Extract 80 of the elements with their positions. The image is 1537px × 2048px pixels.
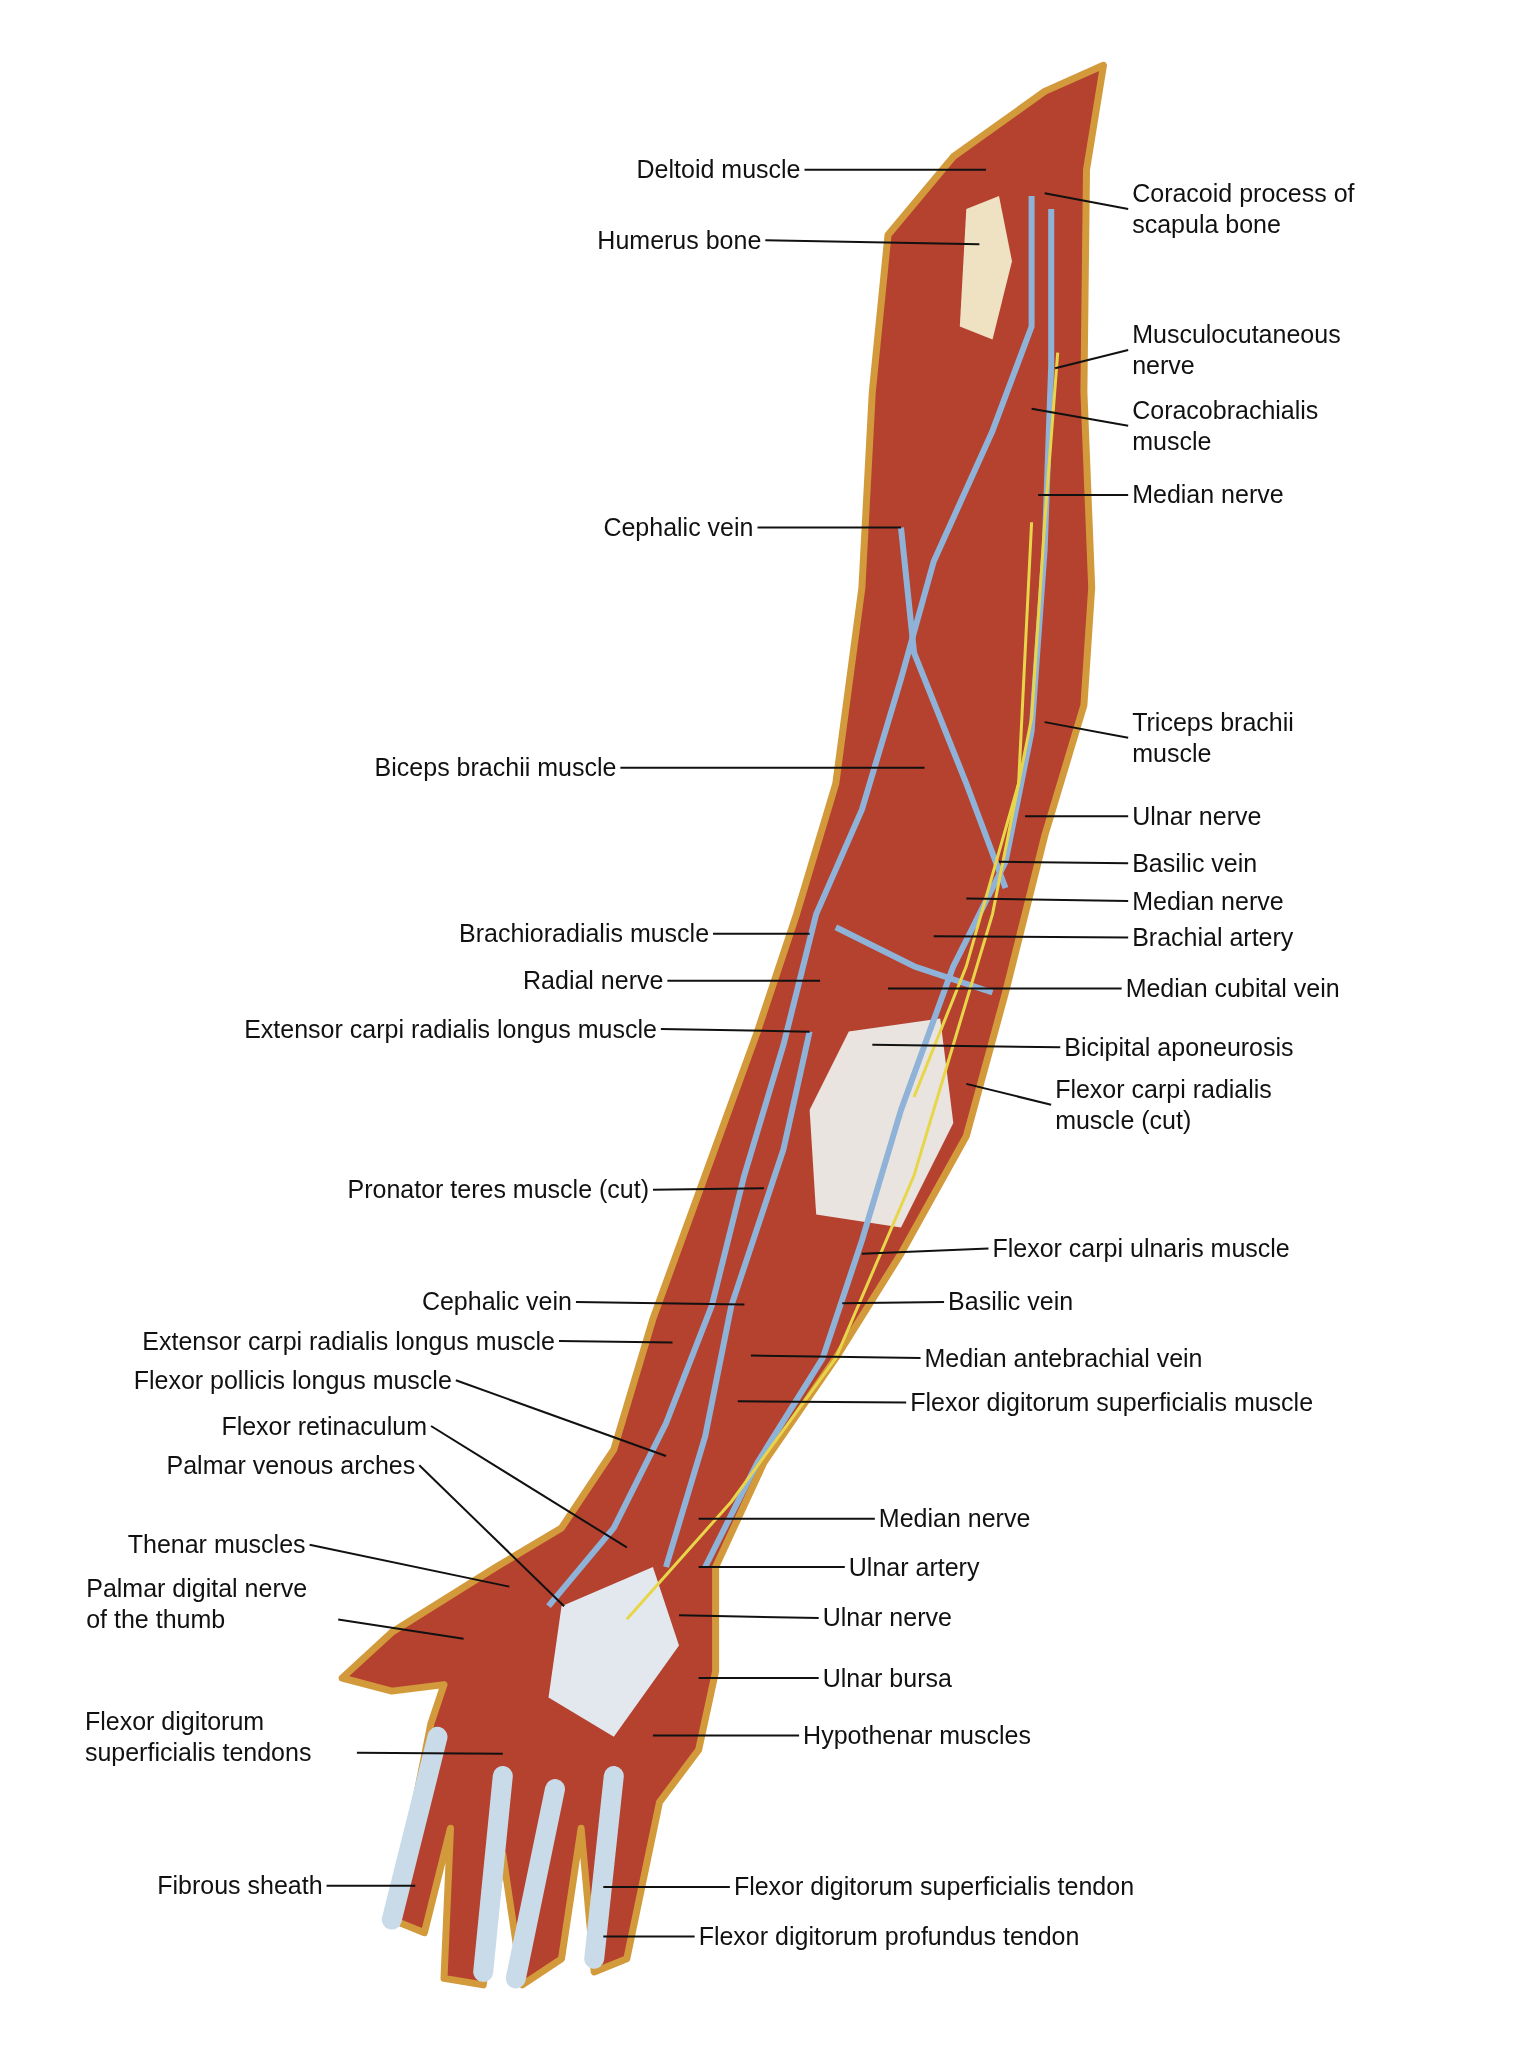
leader-line: [454, 1379, 667, 1458]
leader-line: [430, 1425, 628, 1549]
leader-line: [860, 1247, 990, 1255]
leader-line: [659, 1028, 811, 1033]
leader-line: [1054, 348, 1130, 370]
leader-line: [803, 168, 987, 171]
leader-line: [841, 1300, 946, 1305]
part-label: Ulnar bursa: [822, 1662, 952, 1694]
part-label: Median nerve: [1132, 479, 1284, 511]
leader-line: [651, 1734, 801, 1737]
part-label: Flexor carpi ulnaris muscle: [992, 1232, 1290, 1264]
part-label: Basilic vein: [1132, 847, 1258, 879]
leader-line: [749, 1354, 922, 1360]
part-label: Median nerve: [1132, 885, 1284, 917]
leader-line: [1030, 407, 1130, 427]
part-label: Flexor digitorum profundus tendon: [698, 1921, 1080, 1953]
part-label: Cephalic vein: [421, 1286, 572, 1318]
part-label: Basilic vein: [948, 1286, 1074, 1318]
leader-line: [355, 1751, 504, 1755]
part-label: Fibrous sheath: [157, 1870, 323, 1902]
part-label: Radial nerve: [523, 965, 664, 997]
part-label: Flexor pollicis longus muscle: [133, 1364, 452, 1396]
leader-line: [574, 1300, 746, 1306]
part-label: Triceps brachii muscle: [1132, 706, 1329, 769]
part-label: Hypothenar muscles: [803, 1720, 1031, 1751]
part-label: Median antebrachial vein: [924, 1342, 1203, 1374]
leader-line: [965, 897, 1130, 903]
part-label: Cephalic vein: [603, 512, 754, 544]
part-label: Flexor digitorum superficialis muscle: [910, 1387, 1314, 1418]
part-label: Ulnar artery: [848, 1551, 980, 1583]
leader-line: [764, 239, 981, 246]
leader-line: [1037, 493, 1130, 496]
leader-line: [1024, 815, 1130, 818]
part-label: Coracobrachialis muscle: [1132, 394, 1355, 457]
part-label: Pronator teres muscle (cut): [347, 1174, 649, 1206]
part-label: Deltoid muscle: [636, 154, 801, 186]
leader-line: [697, 1677, 820, 1680]
leader-line: [602, 1935, 696, 1938]
leader-line: [602, 1885, 731, 1888]
leader-line: [308, 1543, 511, 1588]
leader-line: [325, 1884, 417, 1887]
leader-line: [652, 1187, 765, 1191]
leader-line: [1043, 721, 1130, 739]
part-label: Extensor carpi radialis longus muscle: [142, 1325, 555, 1357]
part-label: Palmar digital nerve of the thumb: [86, 1572, 335, 1635]
leader-line: [418, 1464, 566, 1608]
leader-line: [736, 1400, 908, 1404]
part-label: Extensor carpi radialis longus muscle: [244, 1013, 657, 1045]
part-label: Humerus bone: [597, 224, 762, 256]
part-label: Palmar venous arches: [166, 1449, 416, 1481]
part-label: Ulnar nerve: [822, 1602, 952, 1634]
part-label: Ulnar nerve: [1132, 800, 1262, 832]
part-label: Coracoid process of scapula bone: [1132, 177, 1361, 240]
leader-line: [619, 766, 926, 769]
leader-line: [697, 1566, 846, 1569]
part-label: Musculocutaneous nerve: [1132, 318, 1381, 381]
part-label: Flexor digitorum superficialis tendons: [84, 1705, 353, 1768]
leader-line: [712, 932, 811, 935]
part-label: Flexor retinaculum: [221, 1410, 428, 1442]
part-label: Bicipital aponeurosis: [1064, 1031, 1294, 1063]
leader-line: [871, 1043, 1062, 1049]
part-label: Flexor digitorum superficialis tendon: [733, 1871, 1135, 1903]
leader-line: [558, 1340, 674, 1344]
part-label: Biceps brachii muscle: [374, 752, 617, 784]
leader-line: [756, 526, 903, 529]
leader-line: [887, 987, 1123, 990]
part-label: Median nerve: [878, 1503, 1031, 1535]
leader-line: [678, 1614, 820, 1619]
part-label: Brachial artery: [1132, 922, 1294, 954]
part-label: Brachioradialis muscle: [459, 918, 710, 950]
leader-line: [666, 979, 822, 982]
leader-line: [1043, 192, 1130, 210]
leader-line: [965, 1082, 1053, 1106]
leader-line: [998, 860, 1130, 865]
leader-line: [697, 1517, 876, 1520]
leader-line: [932, 935, 1130, 939]
part-label: Thenar muscles: [127, 1529, 306, 1561]
part-label: Flexor carpi radialis muscle (cut): [1055, 1073, 1304, 1136]
part-label: Median cubital vein: [1125, 973, 1340, 1005]
leader-line: [337, 1618, 465, 1640]
